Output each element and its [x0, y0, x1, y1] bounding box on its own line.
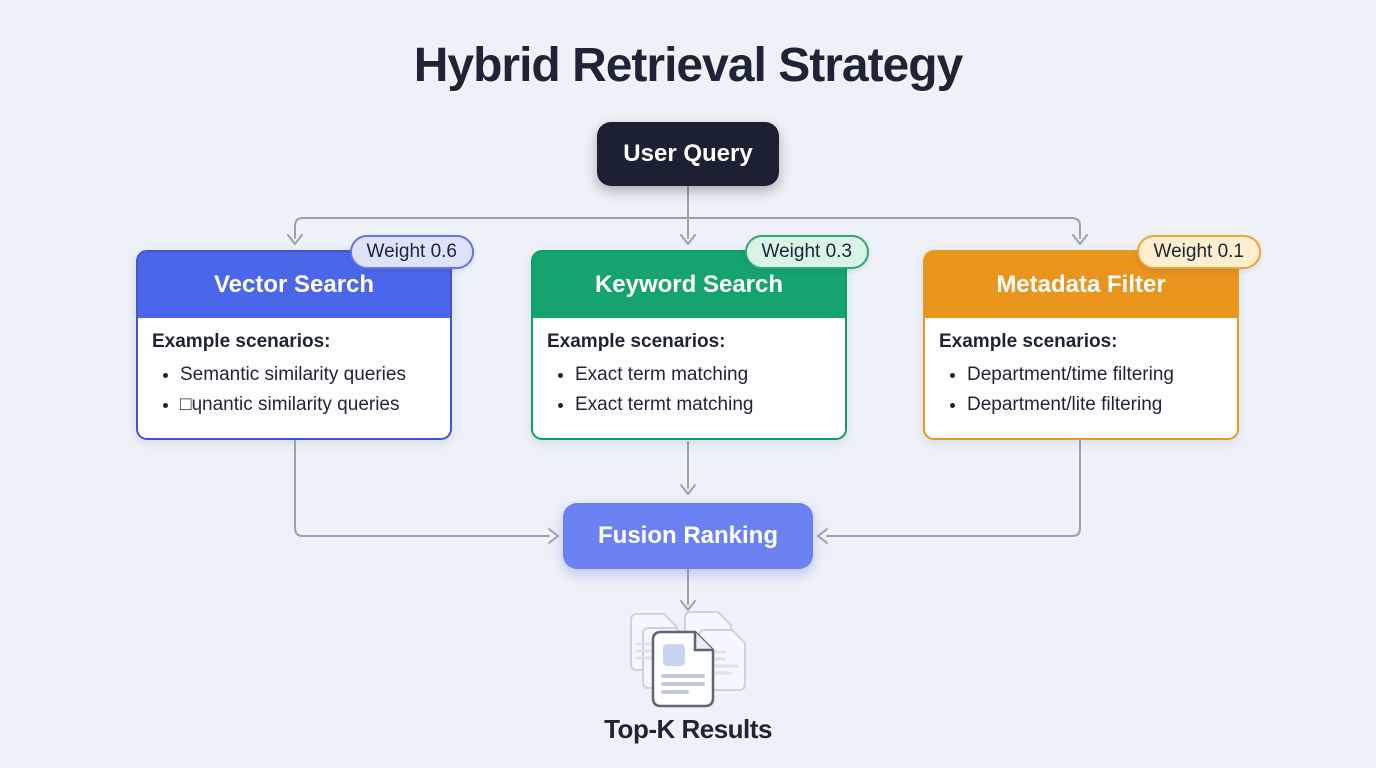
- branch-card-body: Example scenarios: Exact term matching E…: [533, 318, 845, 420]
- scenario-item: Department/lite filtering: [967, 390, 1223, 420]
- scenario-item: Semantic similarity queries: [180, 360, 436, 390]
- scenario-item: □ɥnantic similarity queries: [180, 390, 436, 420]
- top-k-results: Top-K Results: [604, 610, 772, 745]
- arrowhead-right-fusion: [548, 528, 559, 544]
- scenarios-list: Exact term matching Exact termt matching: [575, 360, 831, 420]
- branch-card-vector: Weight 0.6 Vector Search Example scenari…: [136, 235, 474, 440]
- arrowhead-down-results: [680, 600, 696, 611]
- page-title: Hybrid Retrieval Strategy: [413, 39, 964, 92]
- connector-metadata-fusion: [826, 440, 1081, 537]
- connector-branch-left: [294, 217, 689, 239]
- arrowhead-left-fusion: [817, 528, 828, 544]
- weight-badge-vector: Weight 0.6: [349, 235, 474, 269]
- scenario-item: Exact term matching: [575, 360, 831, 390]
- user-query-node: User Query: [597, 122, 779, 186]
- scenarios-heading: Example scenarios:: [152, 331, 331, 352]
- arrowhead-down-metadata: [1072, 234, 1088, 245]
- branch-card-body: Example scenarios: Department/time filte…: [925, 318, 1237, 420]
- connector-branch-right: [687, 217, 1081, 239]
- user-query-label: User Query: [623, 140, 753, 167]
- scenarios-heading: Example scenarios:: [547, 331, 726, 352]
- branch-card-body: Example scenarios: Semantic similarity q…: [138, 318, 450, 420]
- fusion-ranking-label: Fusion Ranking: [598, 522, 778, 549]
- scenario-item: Exact termt matching: [575, 390, 831, 420]
- branch-card-title: Vector Search: [138, 252, 450, 318]
- arrowhead-down-fusion: [680, 484, 696, 495]
- documents-stack-icon: [630, 611, 746, 708]
- scenarios-list: Department/time filtering Department/lit…: [967, 360, 1223, 420]
- weight-badge-keyword: Weight 0.3: [744, 235, 869, 269]
- weight-badge-label: Weight 0.1: [1153, 241, 1244, 262]
- scenario-item: Department/time filtering: [967, 360, 1223, 390]
- top-k-results-label: Top-K Results: [604, 714, 772, 744]
- branch-card-keyword: Weight 0.3 Keyword Search Example scenar…: [531, 235, 869, 440]
- arrowhead-down-keyword: [680, 234, 696, 245]
- scenarios-list: Semantic similarity queries □ɥnantic sim…: [180, 360, 436, 420]
- weight-badge-label: Weight 0.6: [366, 241, 457, 262]
- arrowhead-down-vector: [287, 234, 303, 245]
- connector-vector-fusion: [294, 440, 550, 537]
- branch-card-metadata: Weight 0.1 Metadata Filter Example scena…: [923, 235, 1261, 440]
- weight-badge-metadata: Weight 0.1: [1136, 235, 1261, 269]
- fusion-ranking-node: Fusion Ranking: [563, 503, 813, 569]
- weight-badge-label: Weight 0.3: [761, 241, 852, 262]
- scenarios-heading: Example scenarios:: [939, 331, 1118, 352]
